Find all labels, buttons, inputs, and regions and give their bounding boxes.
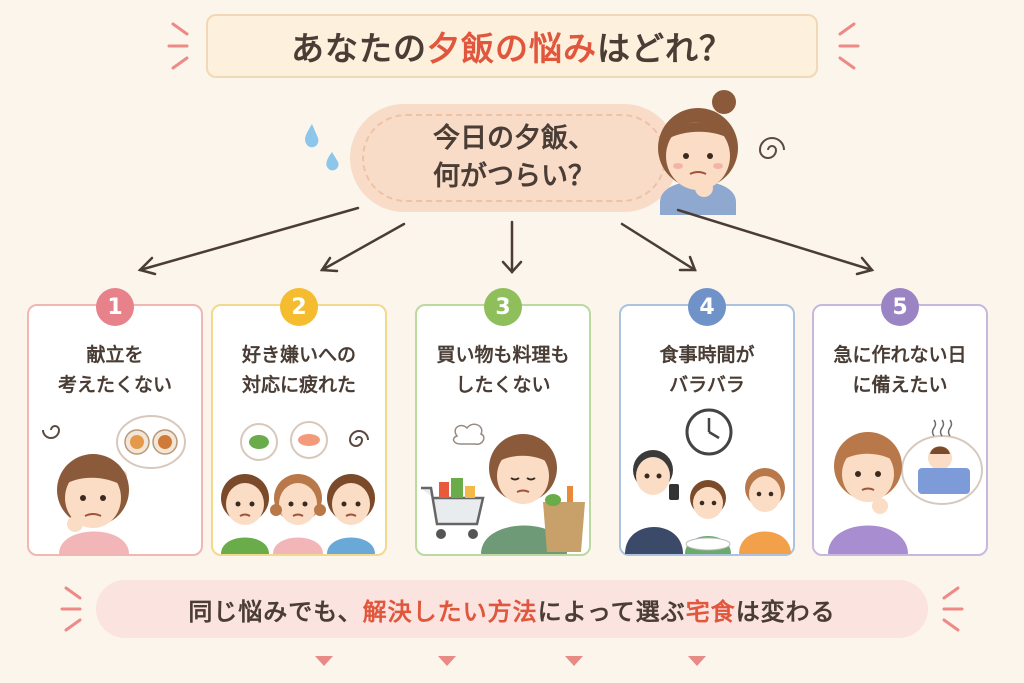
- card-5[interactable]: 5 急に作れない日 に備えたい: [812, 288, 988, 556]
- card-3-number: 3: [484, 288, 522, 326]
- card-4-line2: バラバラ: [669, 374, 745, 396]
- card-1-line1: 献立を: [86, 344, 144, 366]
- card-3-line1: 買い物も料理も: [436, 344, 570, 366]
- down-triangle-icon: [315, 656, 333, 666]
- card-4-line1: 食事時間が: [659, 344, 755, 366]
- down-triangle-icon: [688, 656, 706, 666]
- title-highlight: 夕飯の悩み: [427, 29, 597, 68]
- title-post: はどれ？: [597, 29, 733, 68]
- footer-deco-left: [60, 586, 82, 632]
- card-4[interactable]: 4 食事時間が バラバラ: [619, 288, 795, 556]
- title-deco-right: [838, 22, 860, 70]
- card-5-line2: に備えたい: [852, 374, 948, 396]
- branch-arrows: [137, 206, 875, 276]
- card-2-number: 2: [280, 288, 318, 326]
- sweat-drop-icon: [305, 124, 339, 171]
- card-1[interactable]: 1 献立を 考えたくない: [27, 288, 203, 556]
- picky-children-illustration: [221, 421, 375, 554]
- footer-message: 同じ悩みでも、解決したい方法によって選ぶ宅食は変わる: [96, 580, 928, 638]
- footer-deco-right: [942, 586, 964, 632]
- card-1-number: 1: [96, 288, 134, 326]
- down-triangle-icon: [438, 656, 456, 666]
- card-4-number: 4: [688, 288, 726, 326]
- card-5-text: 急に作れない日 に備えたい: [814, 340, 986, 400]
- footer-part1: 同じ悩みでも、: [188, 597, 363, 626]
- sick-child-worry-illustration: [828, 419, 983, 554]
- card-5-number: 5: [881, 288, 919, 326]
- thinking-woman-illustration: [658, 90, 738, 215]
- card-1-line2: 考えたくない: [57, 374, 172, 396]
- question-bubble: 今日の夕飯、 何がつらい？: [350, 104, 678, 212]
- card-1-text: 献立を 考えたくない: [29, 340, 201, 400]
- card-2-text: 好き嫌いへの 対応に疲れた: [213, 340, 385, 400]
- question-line1: 今日の夕飯、: [433, 123, 595, 154]
- footer-part2: によって選ぶ: [537, 597, 686, 626]
- dizzy-swirl-icon: [758, 137, 785, 159]
- footer-highlight2: 宅食: [685, 597, 736, 626]
- title-deco-left: [167, 22, 189, 70]
- card-5-line1: 急に作れない日: [833, 344, 967, 366]
- tired-shopper-illustration: [421, 423, 585, 554]
- card-3-text: 買い物も料理も したくない: [417, 340, 589, 400]
- title-pre: あなたの: [291, 29, 427, 68]
- clock-icon: [685, 408, 733, 456]
- busy-family-illustration: [625, 408, 791, 554]
- steam-icon: [931, 419, 953, 437]
- card-2[interactable]: 2 好き嫌いへの 対応に疲れた: [211, 288, 387, 556]
- shopping-cart-icon: [421, 478, 485, 539]
- card-2-line1: 好き嫌いへの: [241, 344, 356, 366]
- question-line2: 何がつらい？: [433, 161, 595, 192]
- card-3[interactable]: 3 買い物も料理も したくない: [415, 288, 591, 556]
- card-2-line2: 対応に疲れた: [241, 374, 356, 396]
- footer-highlight1: 解決したい方法: [362, 597, 538, 626]
- down-triangle-icon: [565, 656, 583, 666]
- page-title: あなたの夕飯の悩みはどれ？: [206, 14, 818, 78]
- footer-part3: は変わる: [735, 597, 836, 626]
- card-4-text: 食事時間が バラバラ: [621, 340, 793, 400]
- worried-woman-illustration: [42, 415, 186, 554]
- card-3-line2: したくない: [455, 374, 551, 396]
